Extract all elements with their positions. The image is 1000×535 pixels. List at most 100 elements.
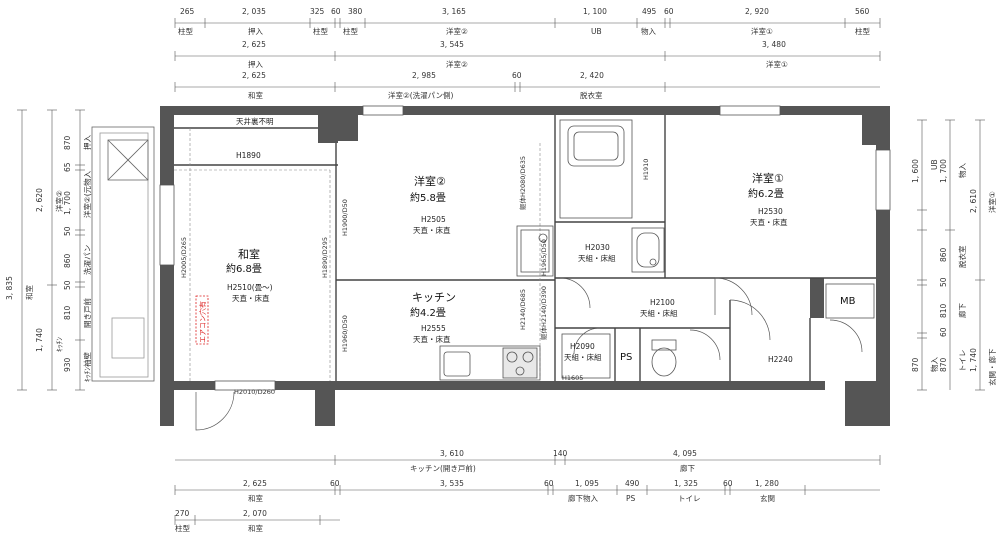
dim-label: 和室 [248, 493, 263, 503]
room-datsuishitsu: H2030 天組・床組 H1965/D50 [540, 239, 616, 276]
room-mb: MB [825, 283, 875, 319]
kutai-note: 躯体H2140/D390 [539, 286, 548, 340]
dim-label: 押入 [248, 26, 263, 36]
dim-value: 2, 620 [35, 188, 44, 212]
dim-value: 2, 920 [745, 7, 769, 16]
dim-label: 和室 [248, 90, 263, 100]
dim-value: 870 [939, 357, 948, 372]
dim-label: 物入 [641, 26, 656, 36]
toilet [651, 339, 677, 377]
hall-closet [561, 333, 611, 379]
top-dim-row3-labels: 2, 625 和室 2, 985 洋室②(洗濯パン側) 60 2, 420 脱衣… [242, 71, 604, 100]
room-name: MB [840, 296, 856, 307]
windows [159, 105, 891, 391]
interior-walls [174, 115, 876, 381]
ac-hole-label: エアコン穴有 [198, 301, 207, 343]
room-size: 約5.8畳 [410, 191, 446, 204]
kutai-note: 躯体H2080/D635 [518, 156, 527, 210]
opening-height: H1890/D295 [321, 237, 329, 278]
dim-value: 860 [939, 247, 948, 262]
dim-label: 柱型 [855, 26, 870, 36]
opening-height: H1900/D50 [341, 199, 349, 236]
dim-value: 65 [63, 162, 72, 172]
room-name: 和室 [238, 247, 260, 261]
room-name: 洋室① [752, 171, 784, 185]
dim-value: 2, 625 [243, 479, 267, 488]
dim-label: UB [930, 159, 939, 170]
dim-value: 3, 480 [762, 40, 786, 49]
dim-value: 4, 095 [673, 449, 697, 458]
opening-height: H1890 [236, 151, 261, 160]
right-dim-labels: 1, 600 UB 1, 700 物入 2, 610 洋室① 860 脱衣室 5… [911, 159, 997, 386]
dim-value: 1, 600 [911, 159, 920, 183]
dim-value: 1, 280 [755, 479, 779, 488]
dim-value: 2, 420 [580, 71, 604, 80]
dim-value: 380 [348, 7, 363, 16]
room-name: キッチン [412, 291, 456, 304]
dim-label: ｷｯﾁﾝ袖壁 [82, 352, 92, 382]
room-finish: 天組・床組 [640, 308, 678, 318]
dim-label: 廊下物入 [568, 493, 598, 503]
dim-value: 140 [553, 449, 568, 458]
dim-label: UB [591, 27, 602, 36]
dim-label: 柱型 [175, 523, 190, 533]
room-finish: 天直・床直 [750, 217, 788, 227]
room-finish: 天直・床直 [232, 293, 270, 303]
dim-value: 810 [63, 305, 72, 320]
dim-label: 洋室② [54, 190, 64, 212]
room-finish: 天組・床組 [564, 352, 602, 362]
wash-basin [631, 227, 665, 273]
dim-label: 物入 [957, 163, 967, 178]
dim-value: 560 [855, 7, 870, 16]
room-height: H2030 [585, 243, 610, 252]
dim-label: 柱型 [178, 26, 193, 36]
dim-label: 洋室②(元物入 [82, 170, 92, 218]
unit-bath [559, 119, 633, 219]
room-size: 約4.2畳 [410, 306, 446, 319]
dim-value: 3, 835 [5, 276, 14, 300]
opening-height: H1605 [562, 374, 583, 382]
dim-value: 60 [512, 71, 522, 80]
room-washitsu: 天井裏不明 H1890 和室 約6.8畳 H2510(畳〜) 天直・床直 H20… [180, 116, 329, 396]
room-yoshitsu2: 洋室② 約5.8畳 H2505 天直・床直 H1900/D50 躯体H2080/… [341, 156, 527, 236]
washer-pan [516, 225, 554, 277]
dim-label: 脱衣室 [957, 245, 967, 268]
room-height: H2505 [421, 215, 446, 224]
room-size: 約6.8畳 [226, 262, 262, 275]
dim-label: ｷｯﾁﾝ [55, 337, 64, 352]
room-height: H2530 [758, 207, 783, 216]
dim-label: 押入 [82, 135, 92, 150]
dim-value: 60 [664, 7, 674, 16]
dim-label: 物入 [929, 357, 939, 372]
opening-height: H2005/D265 [180, 237, 188, 278]
bottom-dimensions [174, 455, 881, 525]
dim-value: 2, 070 [243, 509, 267, 518]
room-genkan: H2240 [768, 355, 793, 364]
room-kitchen: キッチン 約4.2畳 H2555 天直・床直 H1960/D50 H2140/D… [341, 286, 548, 352]
dim-label: 開き戸前 [82, 298, 92, 328]
dim-label: 和室 [248, 523, 263, 533]
dim-label: 洋室① [766, 59, 788, 69]
room-yoshitsu1: 洋室① 約6.2畳 H2530 天直・床直 H1910 [642, 159, 788, 227]
doors [195, 277, 863, 431]
dim-label: PS [626, 494, 636, 503]
dim-label: 洋室②(洗濯パン側) [388, 90, 454, 100]
room-rouka-monoire: H2090 天組・床組 H1605 [562, 342, 602, 382]
dim-value: 2, 610 [969, 189, 978, 213]
top-dim-row2-labels: 2, 625 押入 3, 545 洋室② 3, 480 洋室① [242, 40, 788, 69]
room-finish: 天直・床直 [413, 225, 451, 235]
opening-height: H2140/D685 [519, 289, 527, 330]
dim-value: 810 [939, 303, 948, 318]
room-ps: PS [620, 352, 632, 363]
dim-value: 1, 100 [583, 7, 607, 16]
room-height: H2240 [768, 355, 793, 364]
dim-value: 265 [180, 7, 195, 16]
left-dim-labels: 3, 835 和室 2, 620 洋室② 1, 740 ｷｯﾁﾝ 870 押入 … [5, 135, 92, 382]
dim-label: 和室 [24, 285, 34, 300]
kitchen-counter [439, 345, 541, 381]
dim-label: トイレ [958, 350, 967, 373]
dim-value: 1, 740 [35, 328, 44, 352]
dim-value: 325 [310, 7, 325, 16]
room-name: 洋室② [414, 174, 446, 188]
